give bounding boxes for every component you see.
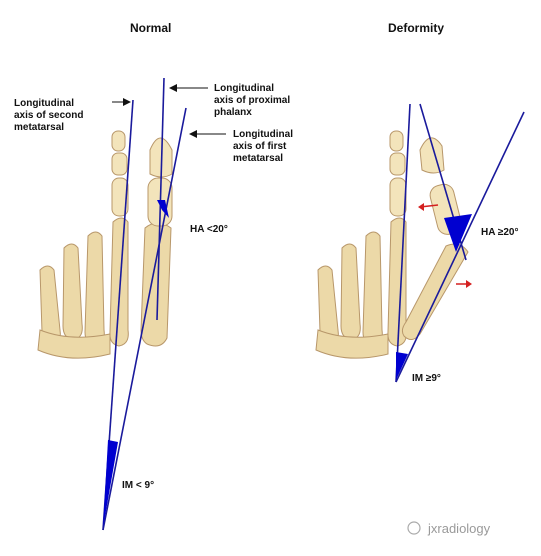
deformity-panel: Deformity HA ≥20° IM ≥9° — [315, 21, 525, 384]
normal-lesser-bones — [37, 130, 129, 359]
label-proximal-phalanx: Longitudinal axis of proximal phalanx — [214, 83, 293, 118]
d-im-angle-fill — [396, 352, 408, 380]
normal-title: Normal — [130, 21, 171, 35]
d-third-metatarsal — [362, 231, 383, 347]
d-ha-angle-fill — [444, 214, 472, 252]
proximal-phalanx-axis — [156, 77, 165, 321]
watermark-text: jxradiology — [427, 521, 491, 536]
ha-angle-fill — [157, 200, 169, 218]
wechat-icon — [407, 521, 421, 535]
second-metatarsal — [109, 217, 129, 347]
d-second-distal-phalanx — [389, 130, 404, 152]
second-middle-phalanx — [111, 152, 128, 176]
red-arrowhead-phalanx — [418, 203, 424, 211]
first-metatarsal-axis — [102, 107, 187, 531]
d-first-metatarsal-axis — [395, 111, 525, 383]
deformity-title: Deformity — [388, 21, 444, 35]
third-metatarsal — [84, 231, 105, 347]
red-arrowhead-metatarsal — [466, 280, 472, 288]
second-proximal-phalanx — [111, 177, 129, 217]
d-second-metatarsal — [387, 217, 407, 347]
normal-panel: Normal — [14, 21, 296, 531]
watermark: jxradiology — [407, 521, 491, 536]
label-first-metatarsal: Longitudinal axis of first metatarsal — [233, 129, 296, 164]
deformity-lesser-bones — [315, 130, 407, 359]
d-midfoot-block — [315, 329, 389, 359]
deformity-im-label: IM ≥9° — [412, 373, 441, 384]
d-second-middle-phalanx — [389, 152, 406, 176]
normal-im-label: IM < 9° — [122, 480, 154, 491]
d-first-metatarsal — [401, 243, 469, 340]
d-second-metatarsal-axis — [395, 103, 411, 383]
first-metatarsal — [140, 222, 172, 347]
d-fourth-metatarsal — [340, 243, 361, 341]
fourth-metatarsal — [62, 243, 83, 341]
normal-ha-label: HA <20° — [190, 224, 228, 235]
deformity-first-ray — [401, 137, 469, 340]
label-second-metatarsal: Longitudinal axis of second metatarsal — [14, 98, 86, 133]
second-distal-phalanx — [111, 130, 126, 152]
deformity-ha-label: HA ≥20° — [481, 227, 518, 238]
im-angle-fill — [103, 440, 118, 528]
midfoot-block — [37, 329, 111, 359]
d-second-proximal-phalanx — [389, 177, 407, 217]
